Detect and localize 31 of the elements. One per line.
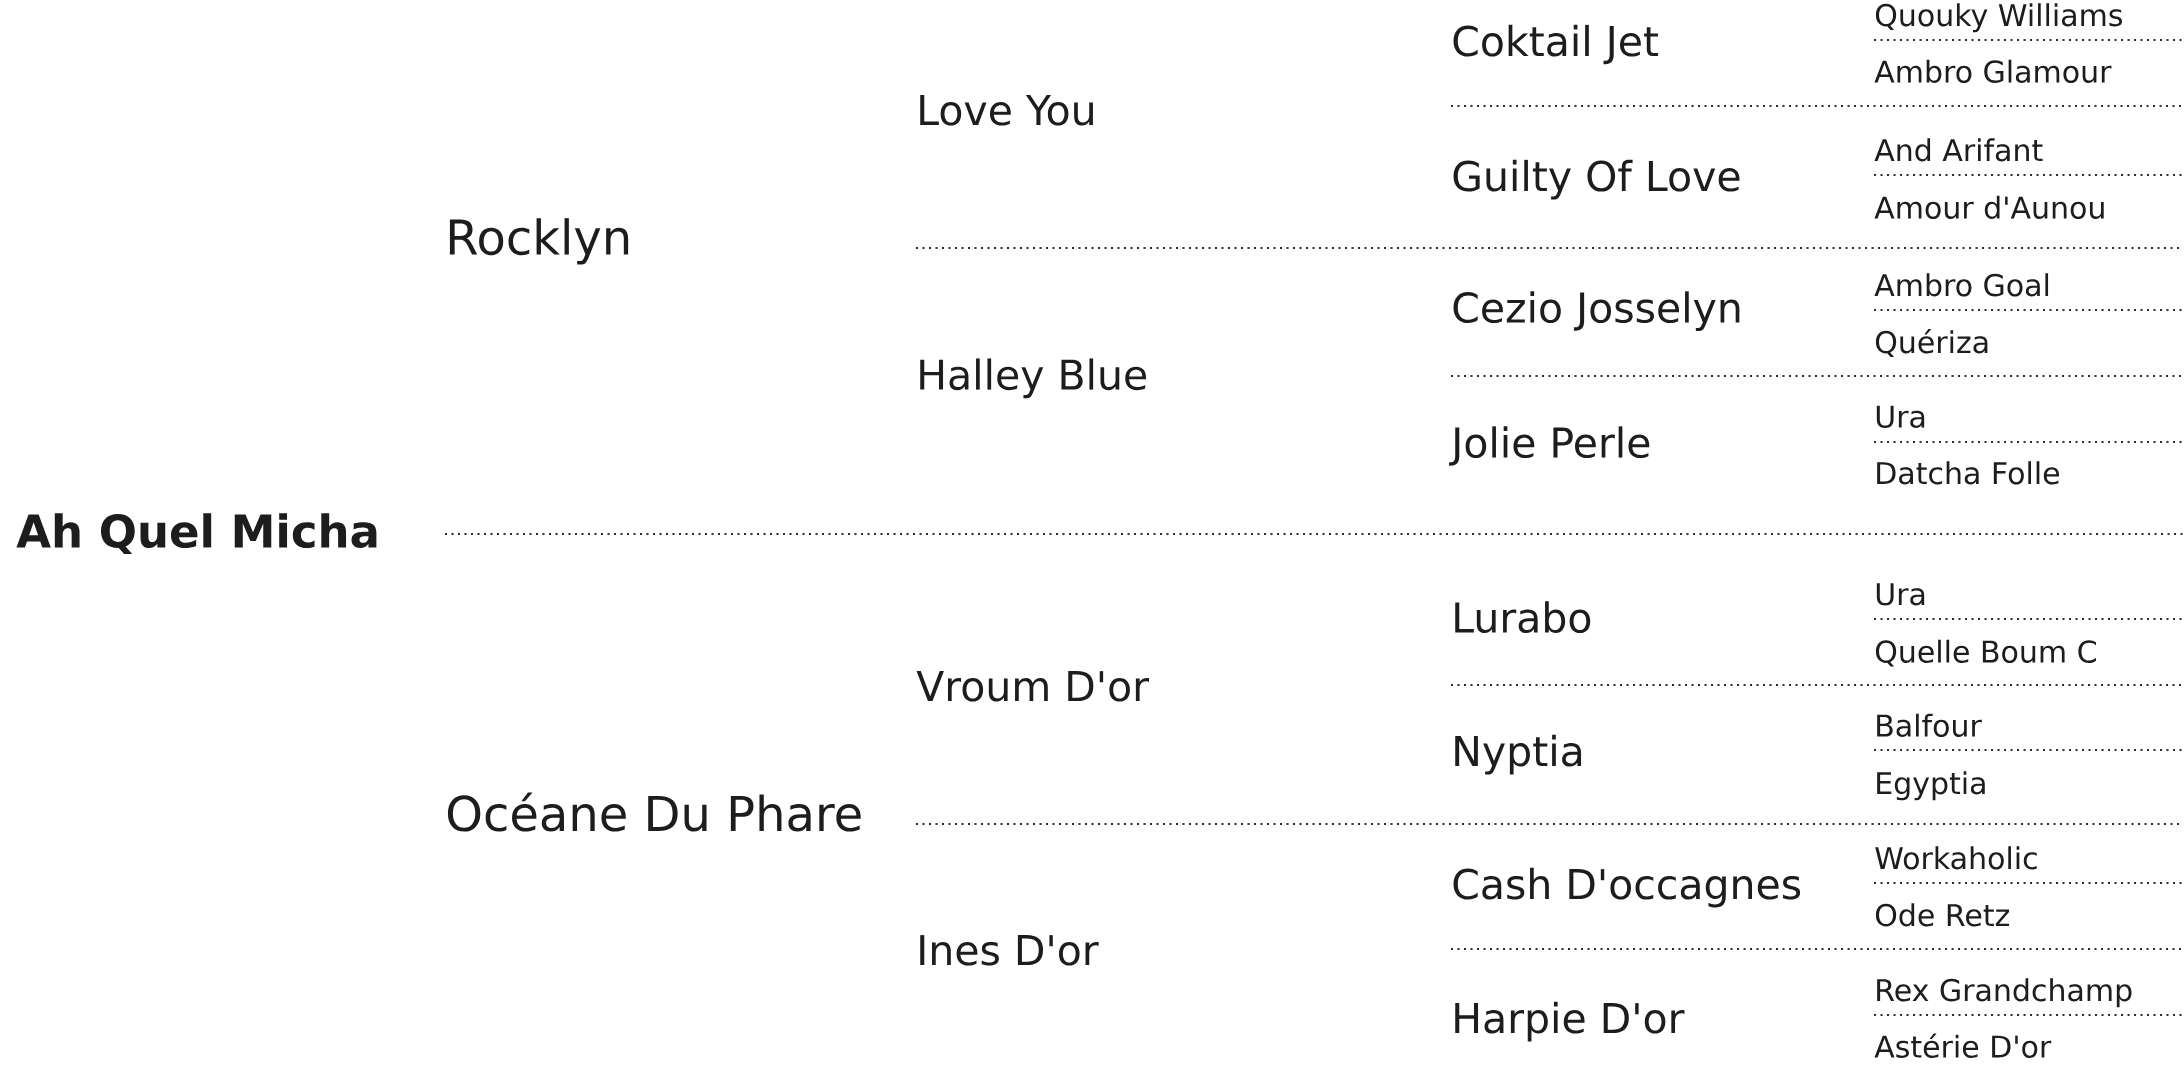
horse-name: Nyptia: [1455, 734, 1582, 775]
horse-name: Workaholic: [1875, 846, 2037, 870]
horse-name: Ode Retz: [1875, 903, 2010, 927]
horse-name: Quelle Boum C: [1875, 639, 2096, 667]
horse-name: And Arifant: [1874, 138, 2043, 162]
horse-name: Ambro Glamour: [1874, 59, 2112, 83]
horse-name: Rex Grandchamp: [1877, 978, 2132, 1008]
horse-name: Coktail Jet: [1453, 24, 1659, 65]
horse-name: Cezio Josselyn: [1453, 291, 1740, 332]
horse-name: Cash D'occagnes: [1453, 867, 1801, 908]
horse-name: Ambro Goal: [1874, 273, 2049, 297]
horse-name: Astérie D'or: [1874, 1033, 2052, 1058]
horse-name: Jolie Perle: [1449, 426, 1650, 466]
horse-name: Ines D'or: [920, 935, 1099, 966]
horse-name: Quouky Williams: [1875, 3, 2122, 33]
horse-name: Harpie D'or: [1455, 1001, 1685, 1042]
horse-name: Guilty Of Love: [1453, 159, 1740, 200]
horse-name: Ura: [1876, 405, 1925, 428]
horse-name: Océane Du Phare: [447, 792, 861, 832]
horse-name: Balfour: [1877, 713, 1982, 737]
subject-name: Ah Quel Micha: [16, 513, 377, 554]
horse-name: Ura: [1876, 583, 1925, 606]
horse-name: Rocklyn: [449, 218, 629, 265]
horse-name: Datcha Folle: [1877, 461, 2060, 485]
horse-name: Halley Blue: [920, 358, 1147, 399]
horse-name: Amour d'Aunou: [1874, 195, 2104, 219]
horse-name: Vroum D'or: [916, 671, 1149, 702]
horse-name: Quériza: [1875, 329, 1988, 357]
horse-name: Lurabo: [1455, 601, 1591, 634]
horse-name: Love You: [920, 95, 1093, 126]
horse-name: Egyptia: [1877, 771, 1985, 801]
